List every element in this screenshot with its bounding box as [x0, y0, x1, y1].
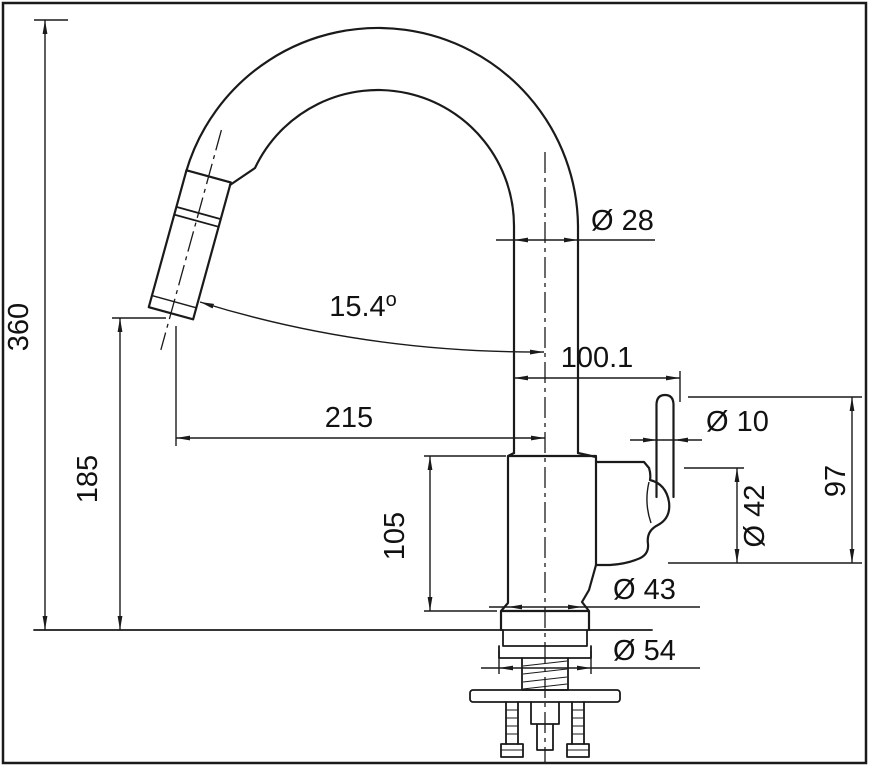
dim-tube-label: Ø 28 — [591, 205, 654, 237]
spout-inner-curve — [228, 88, 516, 455]
body-outline — [499, 451, 598, 632]
dim-cartridge-diameter: Ø 42 — [684, 467, 771, 563]
dim-spout-reach-label: 215 — [325, 402, 373, 434]
dim-total-height: 360 — [3, 19, 68, 630]
dim-handle-height-label: 97 — [820, 465, 852, 497]
dim-spray-angle-label: 15.4o — [329, 289, 397, 323]
dim-handle-reach: 100.1 — [514, 342, 681, 402]
dim-handle-reach-label: 100.1 — [561, 342, 634, 374]
dim-base54-label: Ø 54 — [613, 635, 676, 667]
dim-cartridge-label: Ø 42 — [739, 485, 771, 548]
spray-head-axis-centerline — [160, 129, 223, 351]
mounting-stud-right — [571, 701, 585, 745]
dim-handle-height: 97 — [668, 396, 862, 564]
dim-total-height-label: 360 — [3, 303, 35, 351]
faucet-figure — [33, 26, 675, 762]
dim-spout-reach: 215 — [175, 326, 545, 446]
dim-body-base-diameter: Ø 43 — [489, 574, 700, 610]
dim-spout-tube-diameter: Ø 28 — [496, 205, 655, 243]
dim-spray-angle-arc — [199, 301, 545, 355]
dimensions-layer: 360 185 215 100.1 97 Ø 42 — [3, 19, 862, 674]
dim-lever-label: Ø 10 — [706, 406, 769, 438]
stud-left-thread-ticks — [506, 709, 518, 735]
dim-lever-diameter: Ø 10 — [630, 406, 769, 443]
dim-outlet-height-label: 185 — [72, 455, 104, 503]
dim-spray-angle: 15.4o — [199, 289, 545, 355]
dim-body-height: 105 — [379, 455, 506, 612]
handle-cartridge-inner-line — [646, 481, 652, 524]
dim-outlet-height: 185 — [72, 317, 166, 630]
dim-base-flange-diameter: Ø 54 — [481, 635, 700, 674]
mounting-stud-left — [505, 701, 519, 745]
dim-spray-angle-unit: o — [386, 289, 397, 311]
stud-right-thread-ticks — [572, 709, 584, 735]
dim-spray-angle-value: 15.4 — [329, 291, 385, 323]
dim-body-height-label: 105 — [379, 512, 411, 560]
spray-head — [147, 129, 232, 351]
handle-cartridge-outline — [594, 460, 671, 567]
spout-outer-curve — [184, 26, 580, 455]
dim-base43-label: Ø 43 — [613, 574, 676, 606]
handle-lever — [655, 393, 675, 499]
